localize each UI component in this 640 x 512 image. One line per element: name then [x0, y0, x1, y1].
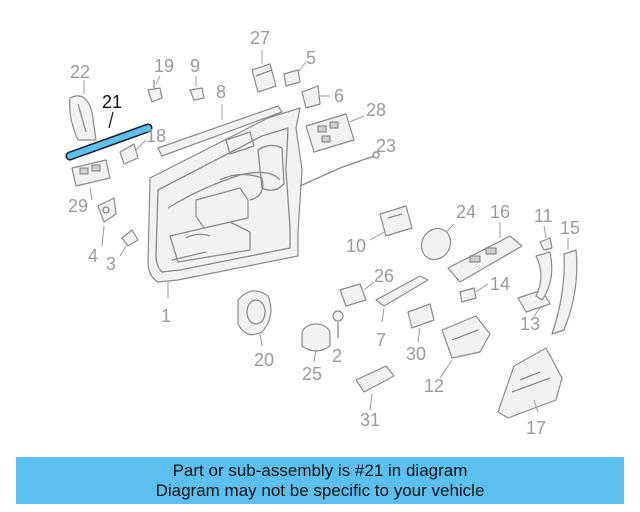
clip-part-18 [119, 143, 139, 165]
banner-line-part-number: Part or sub-assembly is #21 in diagram [172, 460, 468, 480]
bracket-part-4 [97, 197, 117, 223]
callout-16: 16 [490, 202, 510, 222]
callout-24: 24 [456, 202, 476, 222]
trim-part-13 [517, 251, 553, 313]
control-rod-part-23 [299, 151, 380, 187]
callout-20: 20 [254, 350, 274, 370]
callout-18: 18 [146, 126, 166, 146]
callout-26: 26 [374, 266, 394, 286]
callout-27: 27 [250, 28, 270, 48]
handle-part-31 [355, 365, 395, 393]
screw-part-2 [332, 310, 344, 338]
door-panel-part-1 [147, 107, 303, 283]
belt-moulding-part-8 [157, 105, 283, 157]
callout-13: 13 [520, 314, 540, 334]
callout-23: 23 [376, 136, 396, 156]
callout-1: 1 [161, 306, 171, 326]
callout-6: 6 [334, 86, 344, 106]
connector-part-5 [283, 69, 301, 87]
motor-part-25 [301, 323, 331, 352]
callout-7: 7 [376, 330, 386, 350]
callout-31: 31 [360, 410, 380, 430]
parts-diagram: 1 2 3 4 5 6 7 8 9 10 11 12 13 14 15 16 1… [65, 28, 580, 438]
corner-trim-part-22 [69, 95, 97, 141]
rear-panel-part-17 [497, 347, 563, 419]
callout-8: 8 [216, 82, 226, 102]
clip-part-14 [459, 287, 477, 303]
callout-14: 14 [490, 274, 510, 294]
switch-part-27 [251, 63, 277, 93]
speaker-cover-part-24 [420, 227, 452, 261]
pocket-part-12 [441, 315, 491, 359]
armrest-trim-part-7 [375, 275, 429, 307]
callout-30: 30 [406, 344, 426, 364]
callout-5: 5 [306, 48, 316, 68]
switch-part-26 [339, 283, 367, 307]
callout-4: 4 [88, 246, 98, 266]
callout-12: 12 [424, 376, 444, 396]
weatherstrip-part-21 [65, 123, 153, 161]
switch-bezel-part-29 [71, 159, 111, 187]
bracket-part-10 [379, 205, 413, 237]
switch-assembly-part-28 [305, 113, 355, 153]
switch-panel-part-16 [447, 235, 523, 283]
info-banner: Part or sub-assembly is #21 in diagram D… [16, 457, 624, 504]
banner-line-disclaimer: Diagram may not be specific to your vehi… [155, 480, 485, 500]
callout-17: 17 [526, 418, 546, 438]
handle-trim-part-15 [551, 249, 578, 335]
callout-2: 2 [332, 346, 342, 366]
callout-9: 9 [190, 56, 200, 76]
callout-3: 3 [106, 254, 116, 274]
clip-part-11 [539, 237, 553, 251]
callout-21: 21 [102, 92, 122, 112]
clip-part-19 [147, 80, 163, 103]
screw-part-3 [121, 229, 139, 247]
handle-part-30 [407, 303, 435, 329]
speaker-part-20 [237, 290, 272, 336]
callout-29: 29 [68, 196, 88, 216]
clip-part-9 [189, 87, 205, 101]
bracket-part-6 [301, 85, 321, 109]
callout-19: 19 [154, 56, 174, 76]
callout-28: 28 [366, 100, 386, 120]
callout-10: 10 [346, 236, 366, 256]
callout-15: 15 [560, 218, 580, 238]
callout-22: 22 [70, 62, 90, 82]
callout-11: 11 [534, 206, 553, 226]
callout-25: 25 [302, 364, 322, 384]
